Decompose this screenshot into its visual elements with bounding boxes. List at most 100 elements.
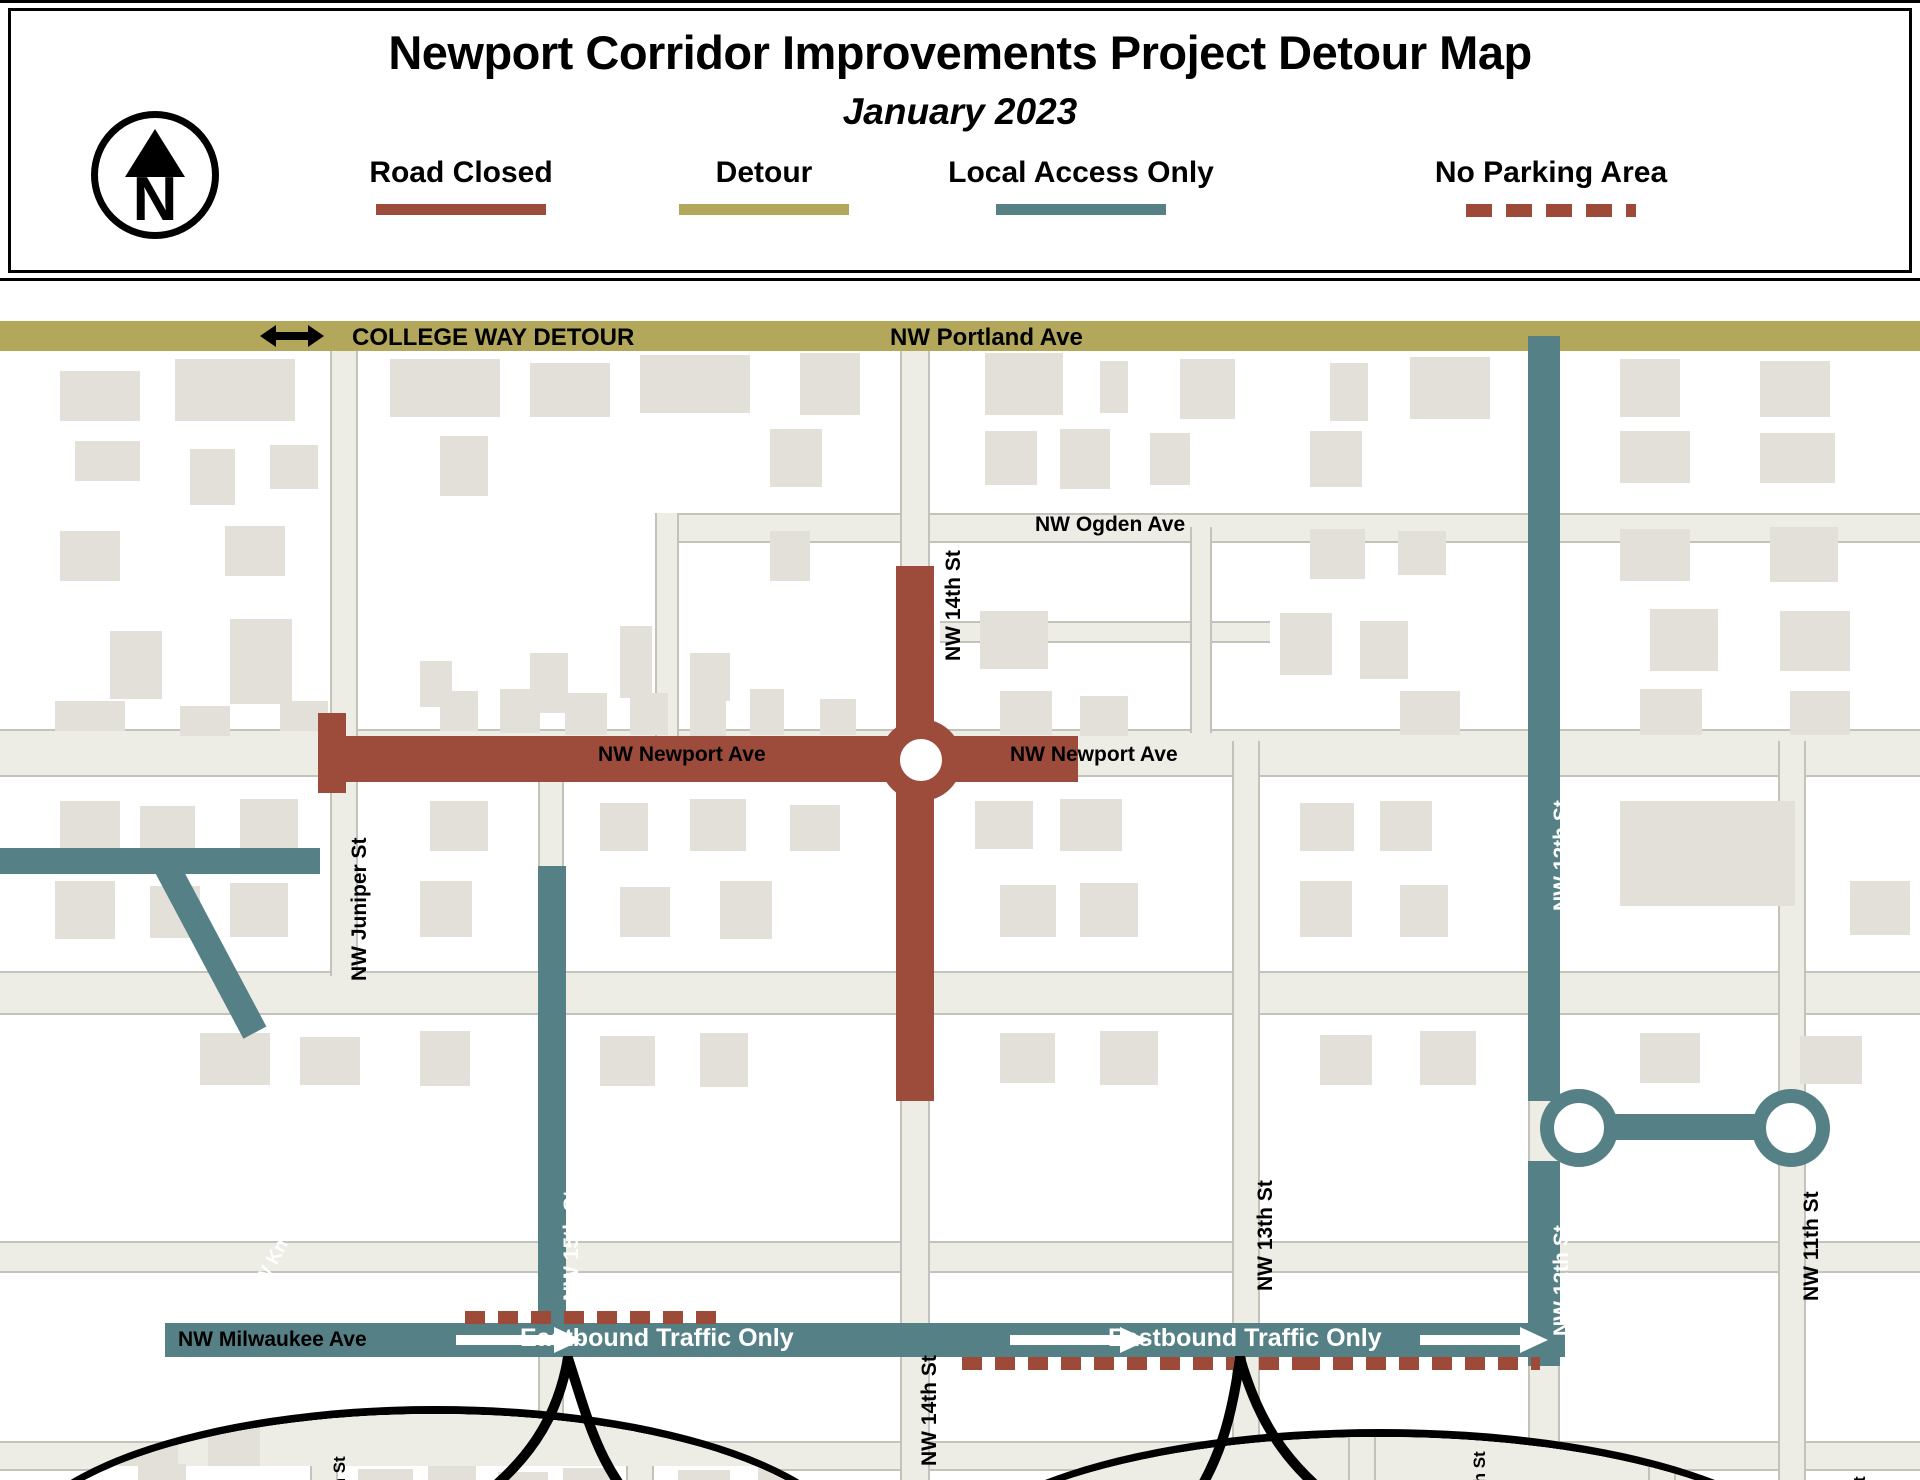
inset-right-street-13th: NW 13th St bbox=[1470, 1451, 1490, 1480]
inset-left-street-15th: NW 15th St bbox=[330, 1456, 350, 1480]
building bbox=[60, 801, 120, 851]
building bbox=[600, 803, 648, 851]
building bbox=[140, 806, 195, 854]
building bbox=[770, 429, 822, 487]
building bbox=[60, 531, 120, 581]
building bbox=[1360, 621, 1408, 679]
map-background bbox=[0, 281, 1920, 1480]
college-way-double-arrow-icon bbox=[260, 325, 324, 347]
building bbox=[820, 699, 856, 735]
building bbox=[200, 1033, 270, 1085]
building bbox=[110, 631, 162, 699]
callout-oval-right[interactable] bbox=[940, 1429, 1820, 1480]
building bbox=[1300, 881, 1352, 937]
building bbox=[630, 693, 668, 735]
legend-label-detour: Detour bbox=[715, 156, 813, 189]
street-label-14th-st-south: NW 14th St bbox=[918, 1355, 941, 1466]
building bbox=[240, 799, 298, 853]
callout-oval-left[interactable] bbox=[10, 1406, 860, 1480]
building bbox=[1380, 801, 1432, 851]
building bbox=[1420, 1031, 1476, 1085]
local-access-12th-st-north[interactable] bbox=[1528, 336, 1560, 1101]
building bbox=[1398, 531, 1446, 575]
legend-item-no-parking: No Parking Area bbox=[1341, 156, 1761, 217]
building bbox=[1060, 429, 1110, 489]
page-title: Newport Corridor Improvements Project De… bbox=[388, 26, 1532, 79]
roundabout-newport-14th bbox=[880, 719, 962, 801]
building bbox=[600, 1036, 655, 1086]
building bbox=[980, 611, 1048, 669]
legend-swatch-local-access bbox=[996, 204, 1166, 215]
building bbox=[1310, 529, 1365, 579]
local-access-loop-connector bbox=[1600, 1114, 1770, 1140]
street-label-newport-west: NW Newport Ave bbox=[598, 743, 766, 766]
building bbox=[700, 1033, 748, 1087]
building bbox=[1800, 1036, 1862, 1084]
building bbox=[1320, 1035, 1372, 1085]
map-canvas[interactable]: COLLEGE WAY DETOUR NW Portland Ave NW 12… bbox=[0, 281, 1920, 1480]
building bbox=[430, 801, 488, 851]
map-header: Newport Corridor Improvements Project De… bbox=[0, 0, 1920, 281]
building bbox=[440, 691, 478, 731]
building bbox=[530, 363, 610, 417]
north-arrow-icon: N bbox=[91, 111, 219, 239]
road-milwaukee-ave bbox=[0, 971, 1920, 1015]
building bbox=[420, 881, 472, 937]
building bbox=[1780, 611, 1850, 671]
building bbox=[390, 359, 500, 417]
building bbox=[1300, 803, 1354, 851]
building bbox=[985, 353, 1063, 415]
building bbox=[720, 881, 772, 939]
building bbox=[690, 696, 726, 736]
building bbox=[1000, 885, 1056, 937]
street-label-ogden-ave: NW Ogden Ave bbox=[1035, 513, 1186, 536]
portland-ave-label: NW Portland Ave bbox=[890, 324, 1083, 351]
header-frame: Newport Corridor Improvements Project De… bbox=[8, 8, 1912, 273]
building bbox=[230, 619, 292, 704]
building bbox=[1760, 433, 1835, 483]
building bbox=[1150, 433, 1190, 485]
building bbox=[1330, 363, 1368, 421]
eastbound-arrow-east-2-icon bbox=[1420, 1327, 1548, 1353]
building bbox=[690, 799, 746, 851]
street-label-11th-st: NW 11th St bbox=[1800, 1191, 1823, 1301]
road-closed-newport-west[interactable] bbox=[318, 736, 910, 782]
street-label-14th-st-north: NW 14th St bbox=[942, 550, 965, 661]
building bbox=[800, 353, 860, 415]
building bbox=[1080, 696, 1128, 736]
eastbound-traffic-label-east: Eastbound Traffic Only bbox=[1108, 1324, 1382, 1352]
eastbound-arrow-east-icon bbox=[1010, 1327, 1148, 1353]
building bbox=[975, 801, 1033, 849]
road-connector-2 bbox=[1190, 527, 1212, 733]
callout-leader-right bbox=[1199, 1356, 1318, 1480]
local-access-15th-st[interactable] bbox=[538, 866, 566, 1336]
building bbox=[1850, 881, 1910, 935]
callout-leader-left bbox=[494, 1356, 623, 1480]
inset-right-street-12th: NW 12th St bbox=[1850, 1476, 1870, 1480]
callout-right-content bbox=[948, 1437, 1812, 1480]
building bbox=[1060, 799, 1122, 851]
building bbox=[1100, 1031, 1158, 1085]
road-closed-14th-south[interactable] bbox=[896, 756, 934, 1101]
building bbox=[690, 653, 730, 701]
local-access-milwaukee-ave[interactable] bbox=[165, 1323, 1565, 1357]
street-label-milwaukee-ave: NW Milwaukee Ave bbox=[178, 1328, 367, 1351]
legend-label-no-parking: No Parking Area bbox=[1434, 156, 1668, 189]
building bbox=[1000, 1033, 1055, 1083]
college-way-detour-label: COLLEGE WAY DETOUR bbox=[352, 324, 635, 351]
building bbox=[1310, 431, 1362, 487]
street-label-12th-st-north: NW 12th St bbox=[1550, 800, 1573, 911]
road-ogden-ave bbox=[655, 513, 1920, 543]
street-label-15th-st: NW 15th St bbox=[560, 1190, 583, 1301]
building bbox=[985, 431, 1037, 485]
building bbox=[1100, 361, 1128, 413]
legend-item-detour: Detour bbox=[664, 156, 864, 215]
building bbox=[180, 706, 230, 736]
building bbox=[1760, 361, 1830, 417]
no-parking-dash-north-1 bbox=[465, 1311, 720, 1324]
street-label-13th-st: NW 13th St bbox=[1254, 1180, 1277, 1291]
building bbox=[620, 626, 652, 698]
building bbox=[500, 689, 540, 733]
legend-item-road-closed: Road Closed bbox=[306, 156, 616, 215]
